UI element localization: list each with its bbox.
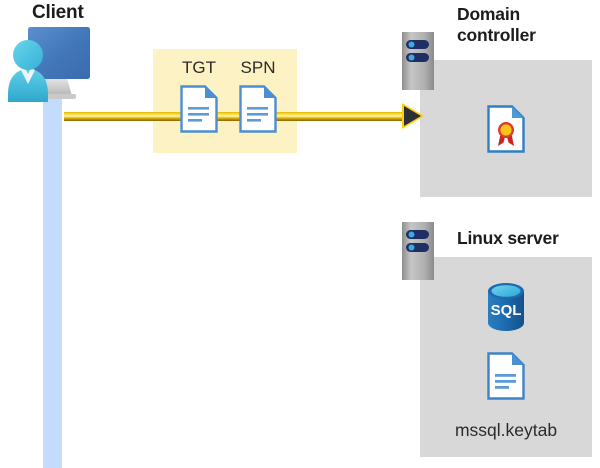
- page-title-domain-controller: Domain controller: [457, 4, 536, 45]
- certificate-document-icon: [487, 105, 525, 153]
- sql-database-icon: SQL: [488, 283, 524, 331]
- page-title-linux-server: Linux server: [457, 228, 559, 248]
- spn-label: SPN: [240, 58, 276, 77]
- page-title-client: Client: [32, 2, 84, 23]
- auth-request-arrow-head: [404, 106, 421, 126]
- document-icon: [487, 352, 525, 400]
- document-icon: [180, 85, 218, 133]
- tgt-label: TGT: [182, 58, 216, 77]
- user-monitor-icon: [8, 27, 90, 102]
- server-rack-icon: [402, 32, 434, 90]
- auth-request-arrow-line: [64, 112, 409, 121]
- document-icon: [239, 85, 277, 133]
- client-lifeline: [43, 60, 62, 468]
- keytab-filename-label: mssql.keytab: [454, 420, 558, 440]
- server-rack-icon: [402, 222, 434, 280]
- sql-label: SQL: [491, 302, 522, 319]
